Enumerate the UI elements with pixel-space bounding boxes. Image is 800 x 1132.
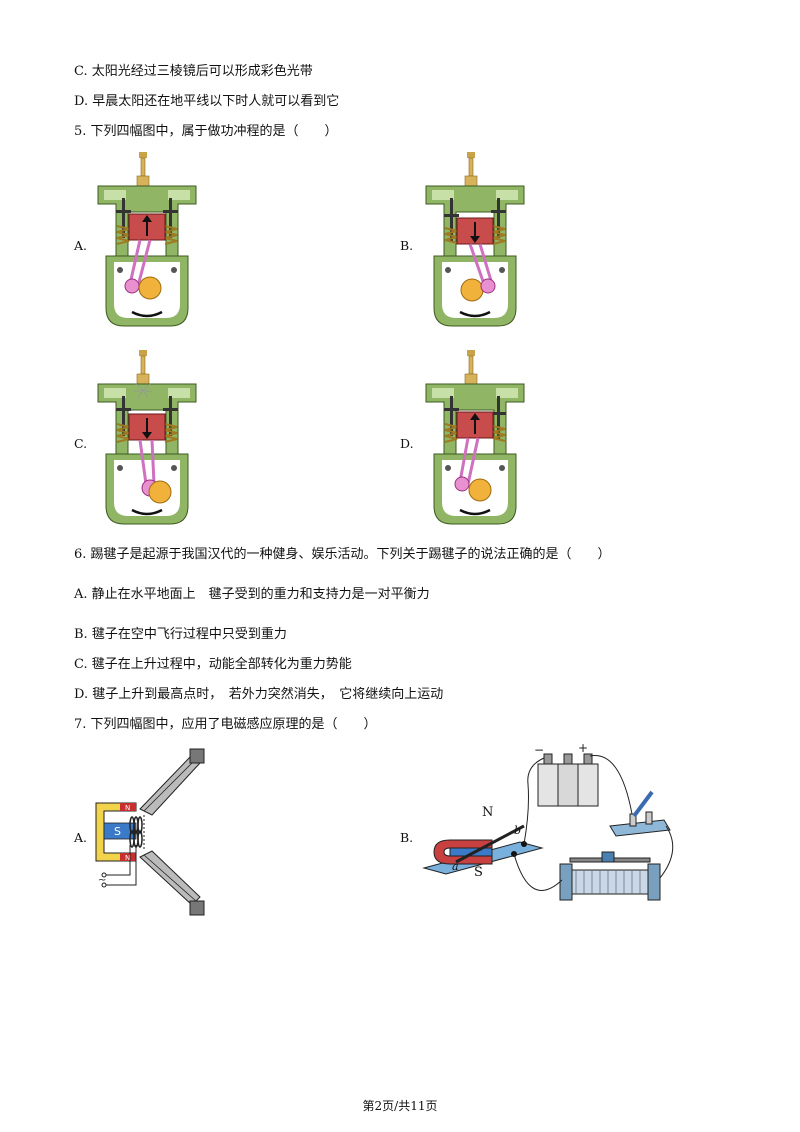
q5-stem: 5. 下列四幅图中，属于做功冲程的是（ ） — [74, 124, 338, 139]
q5-option-b-label: B. — [400, 238, 414, 253]
q5-option-a-label: A. — [74, 238, 88, 253]
battery-pack — [537, 753, 599, 807]
page-footer: 第2页/共11页 — [362, 1099, 438, 1113]
horseshoe-s-label: S — [474, 865, 483, 880]
battery-minus-label: − — [534, 743, 544, 757]
magnet-s-label: S — [114, 825, 121, 838]
q6-option-b: B. 毽子在空中飞行过程中只受到重力 — [74, 627, 287, 642]
battery-plus-label: + — [578, 741, 588, 755]
magnet-n-top-label: N — [125, 804, 130, 812]
q5-option-d-label: D. — [400, 436, 414, 451]
horseshoe-n-label: N — [482, 805, 493, 820]
q6-option-d: D. 毽子上升到最高点时， 若外力突然消失， 它将继续向上运动 — [74, 687, 444, 702]
speaker-diagram: N N S ~ — [95, 748, 205, 916]
q4-option-c: C. 太阳光经过三棱镜后可以形成彩色光带 — [74, 64, 313, 79]
engine-diagram-c — [97, 350, 197, 525]
q5-option-c-label: C. — [74, 436, 88, 451]
q6-option-c: C. 毽子在上升过程中，动能全部转化为重力势能 — [74, 657, 352, 672]
induction-circuit-diagram: − + N S a b — [422, 741, 674, 901]
q7-stem: 7. 下列四幅图中，应用了电磁感应原理的是（ ） — [74, 717, 377, 732]
rheostat — [559, 851, 661, 901]
q6-option-a: A. 静止在水平地面上 毽子受到的重力和支持力是一对平衡力 — [74, 587, 430, 602]
magnet-n-bottom-label: N — [125, 854, 130, 862]
q7-option-b-label: B. — [400, 830, 414, 845]
rod-a-label: a — [452, 860, 459, 873]
ac-symbol: ~ — [98, 875, 106, 886]
knife-switch — [609, 790, 671, 837]
engine-diagram-d — [425, 350, 525, 525]
q6-stem: 6. 踢毽子是起源于我国汉代的一种健身、娱乐活动。下列关于踢毽子的说法正确的是（… — [74, 547, 611, 562]
rod-b-label: b — [514, 824, 521, 837]
q7-option-a-label: A. — [74, 830, 88, 845]
engine-diagram-a — [97, 152, 197, 327]
q4-option-d: D. 早晨太阳还在地平线以下时人就可以看到它 — [74, 94, 340, 109]
engine-diagram-b — [425, 152, 525, 327]
